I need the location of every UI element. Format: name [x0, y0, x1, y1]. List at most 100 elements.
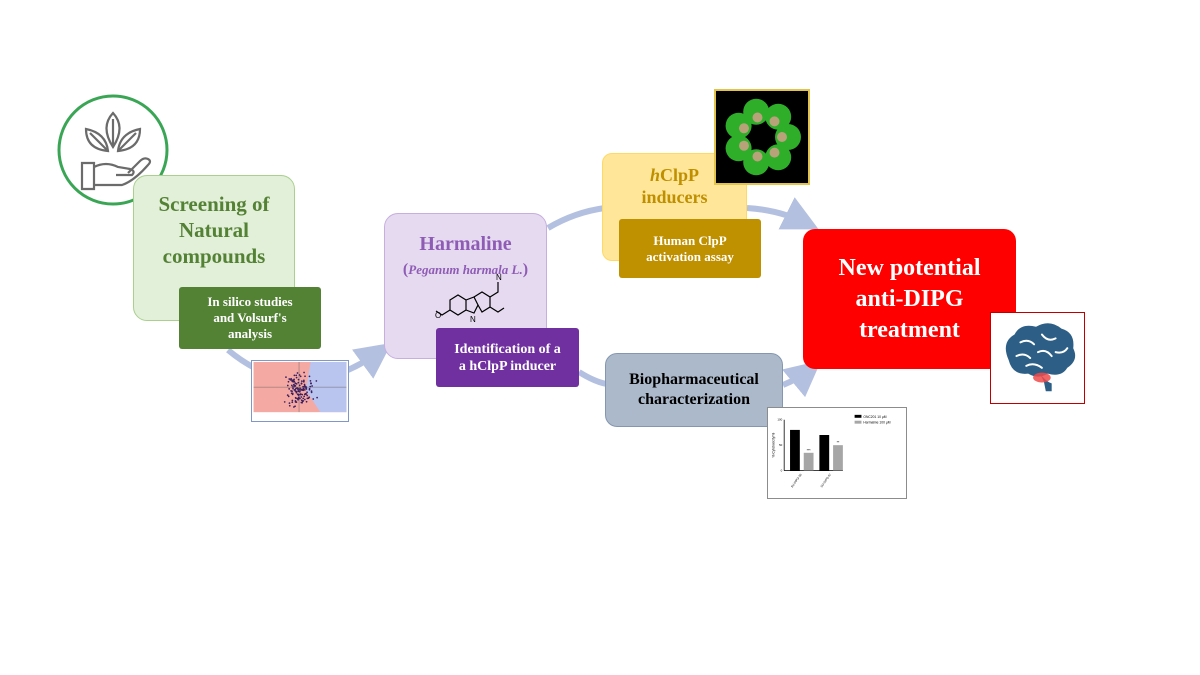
y-tick-label: 100 — [777, 418, 782, 422]
pca-point — [293, 406, 295, 408]
pca-point — [302, 380, 305, 383]
protein-subunit — [765, 103, 792, 130]
protein-subunit — [743, 149, 770, 176]
pca-point — [292, 384, 295, 386]
protein-core — [752, 112, 763, 123]
arrow-clpp-to-final — [746, 197, 819, 230]
pca-point — [297, 381, 300, 384]
pca-point — [295, 376, 298, 379]
pca-point — [303, 395, 306, 398]
pca-point — [299, 375, 302, 378]
harmaline-title: Harmaline — [419, 233, 512, 255]
pca-point — [305, 387, 307, 390]
pca-point — [299, 390, 301, 393]
pca-point — [292, 387, 294, 390]
pca-point — [299, 387, 301, 390]
insilico-line: and Volsurf's — [213, 310, 287, 325]
pca-point — [300, 396, 303, 398]
pca-point — [285, 376, 287, 379]
x-tick-label: SU-DIPG-36 — [790, 473, 803, 489]
pca-point — [297, 387, 299, 390]
pca-point — [298, 396, 300, 399]
legend-entry: Harmaline 100 µM — [863, 421, 890, 425]
protein-core — [777, 132, 787, 142]
pca-point — [303, 384, 306, 387]
pca-point — [296, 372, 299, 374]
harmaline-latin-name: (Peganum harmala L.) — [402, 261, 529, 278]
pca-point — [298, 384, 301, 387]
svg-text:N: N — [470, 315, 476, 324]
pca-point — [291, 401, 294, 404]
pca-point — [302, 397, 305, 400]
insilico-line: analysis — [227, 326, 273, 341]
pca-point — [288, 402, 291, 404]
pca-point — [300, 388, 303, 391]
pca-point — [290, 379, 293, 382]
pca-point — [298, 374, 301, 376]
protein-core — [739, 123, 749, 134]
pca-point — [302, 385, 305, 388]
bar-annotation: *** — [807, 448, 812, 452]
svg-text:O: O — [435, 311, 441, 320]
pca-point — [299, 397, 301, 400]
legend-swatch — [854, 420, 862, 424]
pca-point — [297, 397, 299, 400]
arrow-identification-to-bio — [577, 369, 608, 387]
screening-title-line: compounds — [162, 244, 266, 268]
pca-point — [303, 398, 306, 401]
protein-core — [752, 151, 763, 162]
legend-entry: ONC201 10 µM — [863, 415, 886, 419]
pca-point — [294, 400, 297, 403]
bar — [833, 445, 843, 471]
pca-point — [295, 391, 298, 394]
pca-point — [304, 375, 306, 378]
activation-line: activation assay — [646, 248, 734, 264]
pca-point — [302, 387, 305, 390]
identification-line: Identification of a — [454, 341, 561, 357]
pca-point — [295, 382, 297, 385]
pca-point — [310, 390, 313, 392]
protein-subunit — [775, 124, 801, 150]
pca-point — [302, 389, 305, 392]
pca-point — [297, 390, 300, 393]
pca-point — [283, 401, 286, 403]
arrow-harmaline-to-clpp — [546, 205, 606, 231]
pca-point — [298, 388, 301, 391]
bar — [790, 429, 800, 471]
identification-line: a hClpP inducer — [458, 358, 557, 374]
y-tick-label: 0 — [781, 469, 783, 473]
brain-icon — [990, 312, 1085, 404]
final-line: New potential — [838, 254, 981, 281]
pca-point — [309, 379, 312, 382]
pca-point — [297, 378, 300, 381]
clpp-protein-structure-image — [714, 89, 810, 185]
identification-hclpp-inducer-box: Identification of a a hClpP inducer — [436, 328, 579, 387]
pca-point — [308, 396, 311, 399]
pca-point — [291, 386, 294, 388]
bar — [803, 452, 814, 471]
pca-point — [301, 393, 304, 396]
protein-core — [769, 147, 780, 158]
pca-point — [291, 399, 294, 402]
pca-point — [303, 393, 306, 396]
hclpp-title-line2: inducers — [641, 187, 708, 207]
bio-line: characterization — [638, 391, 750, 408]
bar-annotation: ** — [837, 441, 840, 445]
pca-point — [309, 385, 312, 388]
pca-point — [310, 391, 313, 394]
insilico-line: In silico studies — [207, 294, 293, 309]
pca-point — [293, 374, 296, 377]
screening-title-line: Screening of — [158, 192, 270, 216]
final-line: treatment — [859, 316, 960, 343]
in-silico-studies-box: In silico studies and Volsurf's analysis — [179, 287, 321, 349]
pca-point — [315, 380, 318, 382]
pca-point — [311, 385, 313, 387]
pca-point — [301, 401, 303, 404]
pca-point — [288, 404, 291, 407]
pca-point — [301, 400, 304, 403]
cytotoxicity-bar-chart: % Cytotoxicity/%050100***SU-DIPG-36**SU-… — [767, 407, 907, 499]
protein-subunit — [765, 144, 792, 171]
pca-point — [286, 384, 289, 387]
pca-point — [295, 390, 297, 393]
screening-title-line: Natural — [179, 218, 249, 242]
